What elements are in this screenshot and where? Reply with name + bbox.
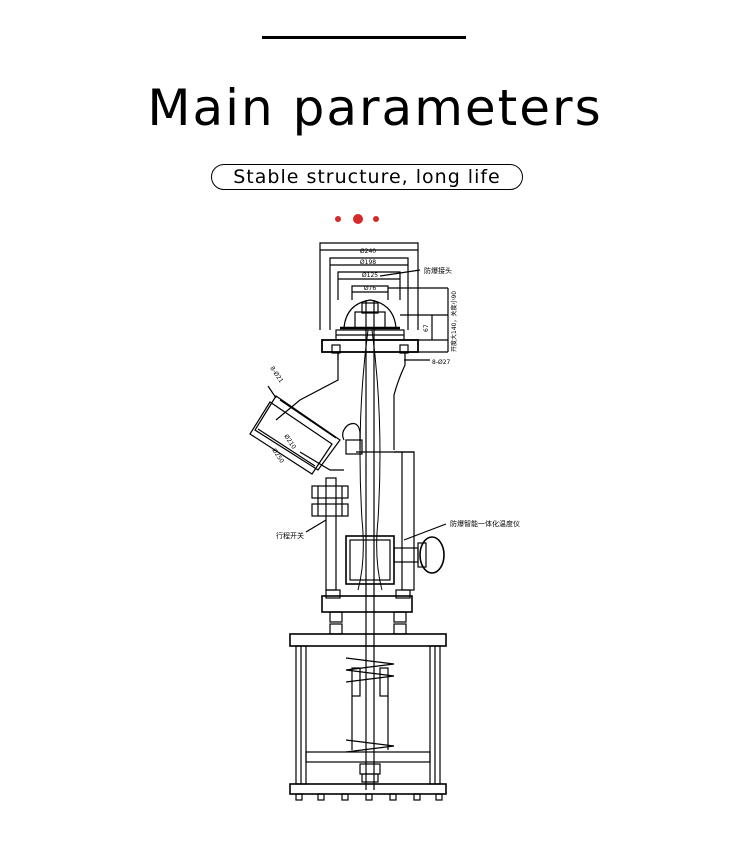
dim-67: 67 [423,324,430,332]
accent-dot [335,216,341,222]
dim-76: Ø76 [364,285,377,292]
actuator-spring [345,657,395,753]
right-dimension-leaders [379,269,449,361]
limit-switch [305,485,349,533]
accent-dot [353,214,363,224]
dim-198: Ø198 [360,259,376,266]
top-rule [262,36,466,39]
dim-holes-top: 8-Ø27 [432,359,451,366]
actuator-frame [289,633,447,795]
label-limit-switch: 行程开关 [276,531,304,540]
dim-125: Ø125 [362,272,378,279]
inlet-flange [249,385,341,475]
label-stroke-note: 开度大140，关度小90 [450,291,458,352]
dim-holes-side: 8-Ø21 [268,365,284,384]
dim-210: Ø210 [282,433,297,450]
mounting-plate [321,589,413,635]
label-explosion-head: 防爆接头 [424,266,452,275]
accent-dot [373,216,379,222]
bonnet-dome [335,299,405,341]
page-title: Main parameters [147,79,603,137]
dim-240: Ø240 [360,248,376,255]
body-top-flange [321,339,419,354]
thermometer-housing [345,523,447,585]
guide-plates [325,439,415,591]
bottom-nuts [295,763,443,801]
subtitle-pill: Stable structure, long life [211,164,523,190]
top-bracket [319,242,419,330]
valve-stem [357,300,383,790]
dim-250: Ø250 [270,447,285,464]
label-thermometer: 防爆智能一体化温度仪 [450,519,520,528]
valve-body [275,352,406,471]
accent-dots [335,212,385,226]
